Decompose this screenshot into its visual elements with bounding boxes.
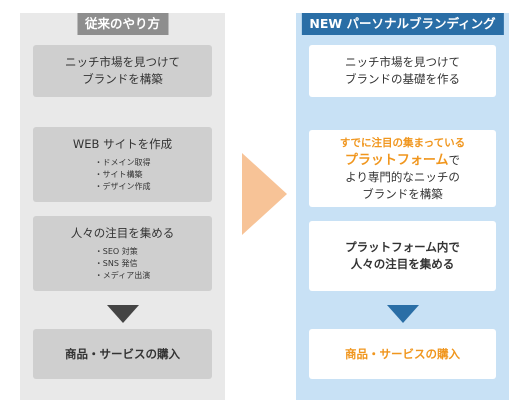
traditional-method-title: 従来のやり方 — [76, 13, 169, 35]
right-arrow-icon — [242, 153, 287, 235]
traditional-method-panel: 従来のやり方 ニッチ市場を見つけて ブランドを構築 WEB サイトを作成 ・ドメ… — [20, 13, 225, 400]
new-step-build-on-platform: すでに注目の集まっている プラットフォームで より専門的なニッチの ブランドを構… — [309, 130, 496, 207]
step-purchase: 商品・サービスの購入 — [33, 329, 212, 379]
step-text: WEB サイトを作成 — [72, 137, 173, 151]
step-text: で — [448, 152, 461, 167]
sub-item: ・サイト構築 — [94, 170, 143, 179]
sub-item: ・SNS 発信 — [94, 259, 138, 268]
sub-item: ・ドメイン取得 — [94, 158, 151, 167]
highlight-platform: プラットフォーム — [344, 152, 449, 168]
step-find-niche: ニッチ市場を見つけて ブランドを構築 — [33, 45, 212, 97]
sub-item: ・デザイン作成 — [94, 182, 151, 191]
new-method-title: NEW パーソナルブランディング — [301, 13, 504, 35]
step-text: 商品・サービスの購入 — [345, 346, 460, 361]
down-arrow-icon — [386, 305, 419, 323]
step-text: ブランドの基礎を作る — [345, 72, 460, 86]
sub-item: ・メディア出演 — [94, 271, 151, 280]
highlight-text: すでに注目の集まっている — [339, 136, 466, 149]
step-text: ニッチ市場を見つけて — [345, 55, 460, 69]
step-text: プラットフォーム内で — [345, 240, 460, 254]
new-step-find-niche: ニッチ市場を見つけて ブランドの基礎を作る — [309, 45, 496, 97]
step-text: ニッチ市場を見つけて — [65, 55, 180, 69]
step-text: ブランドを構築 — [362, 186, 443, 201]
new-step-purchase: 商品・サービスの購入 — [309, 329, 496, 379]
sub-item: ・SEO 対策 — [94, 247, 138, 256]
step-text: 人々の注目を集める — [350, 257, 455, 271]
new-personal-branding-panel: NEW パーソナルブランディング ニッチ市場を見つけて ブランドの基礎を作る す… — [296, 13, 509, 400]
new-step-gather-attention: プラットフォーム内で 人々の注目を集める — [309, 221, 496, 291]
step-text: より専門的なニッチの — [345, 169, 460, 184]
step-text: 商品・サービスの購入 — [65, 346, 180, 361]
step-gather-attention: 人々の注目を集める ・SEO 対策 ・SNS 発信 ・メディア出演 — [33, 216, 212, 291]
step-text: ブランドを構築 — [82, 72, 163, 86]
down-arrow-icon — [106, 305, 139, 323]
step-text: 人々の注目を集める — [70, 226, 175, 240]
step-create-website: WEB サイトを作成 ・ドメイン取得 ・サイト構築 ・デザイン作成 — [33, 127, 212, 202]
